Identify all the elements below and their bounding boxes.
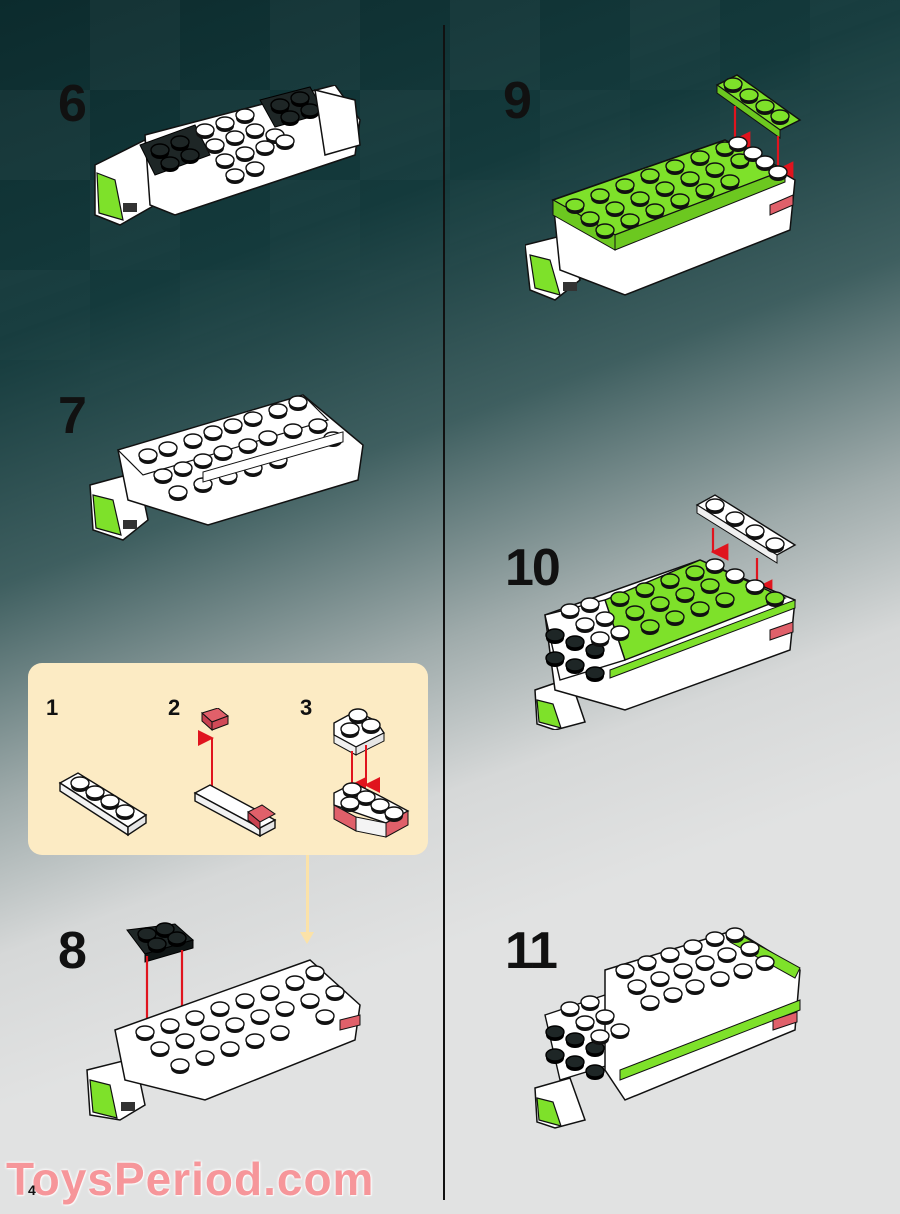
substep-number-3: 3 xyxy=(300,695,313,720)
substep-3-corner-plate-assembly xyxy=(333,708,410,838)
substep-2-plate-with-red-tile xyxy=(193,708,277,838)
step-9-model-illustration xyxy=(525,74,802,301)
column-divider xyxy=(443,25,445,1200)
callout-pointer-arrow xyxy=(300,855,314,944)
substep-number-1: 1 xyxy=(46,695,59,720)
step-number-11: 11 xyxy=(505,922,558,980)
step-8-model-illustration xyxy=(86,922,361,1121)
step-number-7: 7 xyxy=(58,387,87,445)
substep-1-white-1x4-plate xyxy=(58,772,148,837)
step-6-model-illustration xyxy=(94,85,361,226)
step-number-9: 9 xyxy=(503,72,532,130)
step-10-model-illustration xyxy=(534,494,797,730)
subassembly-callout-box: 1 2 3 xyxy=(28,663,428,855)
step-number-6: 6 xyxy=(58,75,87,133)
watermark-text: ToysPeriod.com xyxy=(6,1153,375,1205)
step-11-model-illustration xyxy=(534,927,801,1129)
substep-number-2: 2 xyxy=(168,695,181,720)
step-number-10: 10 xyxy=(505,539,561,597)
step-number-8: 8 xyxy=(58,922,87,980)
step-7-model-illustration xyxy=(89,394,364,541)
page-number: 4 xyxy=(28,1182,36,1198)
